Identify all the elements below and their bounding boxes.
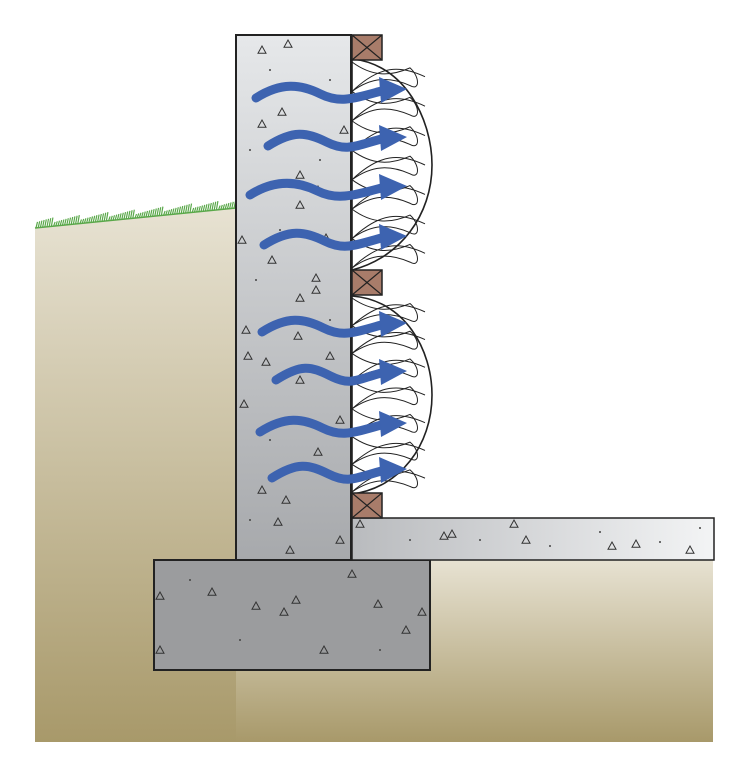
aggregate-stone (373, 598, 383, 608)
aggregate-stone (155, 590, 165, 600)
wavy-arrow-icon (271, 359, 407, 386)
wavy-arrow-icon (257, 311, 407, 338)
wood-blocks (351, 34, 383, 519)
aggregate-stone (257, 118, 267, 128)
aggregate-dot (189, 579, 191, 581)
concrete-footing (153, 559, 431, 671)
aggregate-dot (599, 531, 601, 533)
aggregate-dot (255, 279, 257, 281)
wavy-arrow-icon (263, 125, 407, 152)
aggregate-dot (659, 541, 661, 543)
aggregate-dot (279, 229, 281, 231)
aggregate-stone (281, 494, 291, 504)
aggregate-dot (269, 69, 271, 71)
aggregate-stone (311, 284, 321, 294)
aggregate-dot (549, 545, 551, 547)
aggregate-stone (293, 330, 303, 340)
aggregate-stone (257, 484, 267, 494)
aggregate-dot (329, 79, 331, 81)
aggregate-stone (283, 38, 293, 48)
wavy-arrow-icon (259, 224, 407, 251)
concrete-foundation-wall (235, 34, 352, 561)
aggregate-stone (417, 606, 427, 616)
aggregate-stone (207, 586, 217, 596)
aggregate-stone (631, 538, 641, 548)
insulation-batt-icon-lower (351, 295, 433, 495)
aggregate-dot (319, 159, 321, 161)
aggregate-stone (155, 644, 165, 654)
aggregate-stone (311, 272, 321, 282)
aggregate-stone (295, 374, 305, 384)
aggregate-stone (295, 199, 305, 209)
aggregate-dot (329, 319, 331, 321)
aggregate-stone (295, 169, 305, 179)
aggregate-stone (237, 234, 247, 244)
wood-block-icon (351, 34, 383, 61)
aggregate-stone (439, 530, 449, 540)
aggregate-dot (249, 519, 251, 521)
aggregate-stone (291, 594, 301, 604)
aggregate-stone (251, 600, 261, 610)
aggregate-stone (319, 644, 329, 654)
aggregate-stone (273, 516, 283, 526)
aggregate-stone (277, 106, 287, 116)
airflow-arrows (245, 77, 407, 484)
aggregate-stone (325, 350, 335, 360)
aggregate-stone (521, 534, 531, 544)
aggregate-stone (257, 44, 267, 54)
aggregate-stone (335, 534, 345, 544)
aggregate-stone (509, 518, 519, 528)
aggregate-stone (401, 624, 411, 634)
aggregate-stone (335, 414, 345, 424)
aggregate-dot (239, 639, 241, 641)
aggregate-stone (239, 398, 249, 408)
aggregate-stone (607, 540, 617, 550)
aggregate-dot (479, 539, 481, 541)
aggregate-stone (279, 606, 289, 616)
grass-line (34, 201, 237, 229)
wood-block-icon (351, 492, 383, 519)
aggregate-stone (355, 518, 365, 528)
wavy-arrow-icon (267, 457, 407, 484)
wavy-arrow-icon (245, 174, 407, 201)
aggregate-dot (699, 527, 701, 529)
aggregate-stone (243, 350, 253, 360)
aggregate-dot (379, 649, 381, 651)
aggregate-stone (685, 544, 695, 554)
wavy-arrow-icon (255, 411, 407, 438)
aggregate-stone (261, 356, 271, 366)
aggregate-dot (409, 539, 411, 541)
aggregate-stone (347, 568, 357, 578)
aggregate-stone (241, 324, 251, 334)
concrete-floor-slab (351, 517, 715, 561)
wavy-arrow-icon (251, 77, 407, 104)
aggregate-stone (339, 124, 349, 134)
aggregate-stone (447, 528, 457, 538)
aggregate-stone (295, 292, 305, 302)
aggregate-stone (285, 544, 295, 554)
insulation-batts (351, 58, 433, 495)
aggregate-stone (313, 446, 323, 456)
wood-block-icon (351, 269, 383, 296)
aggregate-dot (269, 439, 271, 441)
aggregate-stone (267, 254, 277, 264)
aggregate-dot (249, 149, 251, 151)
